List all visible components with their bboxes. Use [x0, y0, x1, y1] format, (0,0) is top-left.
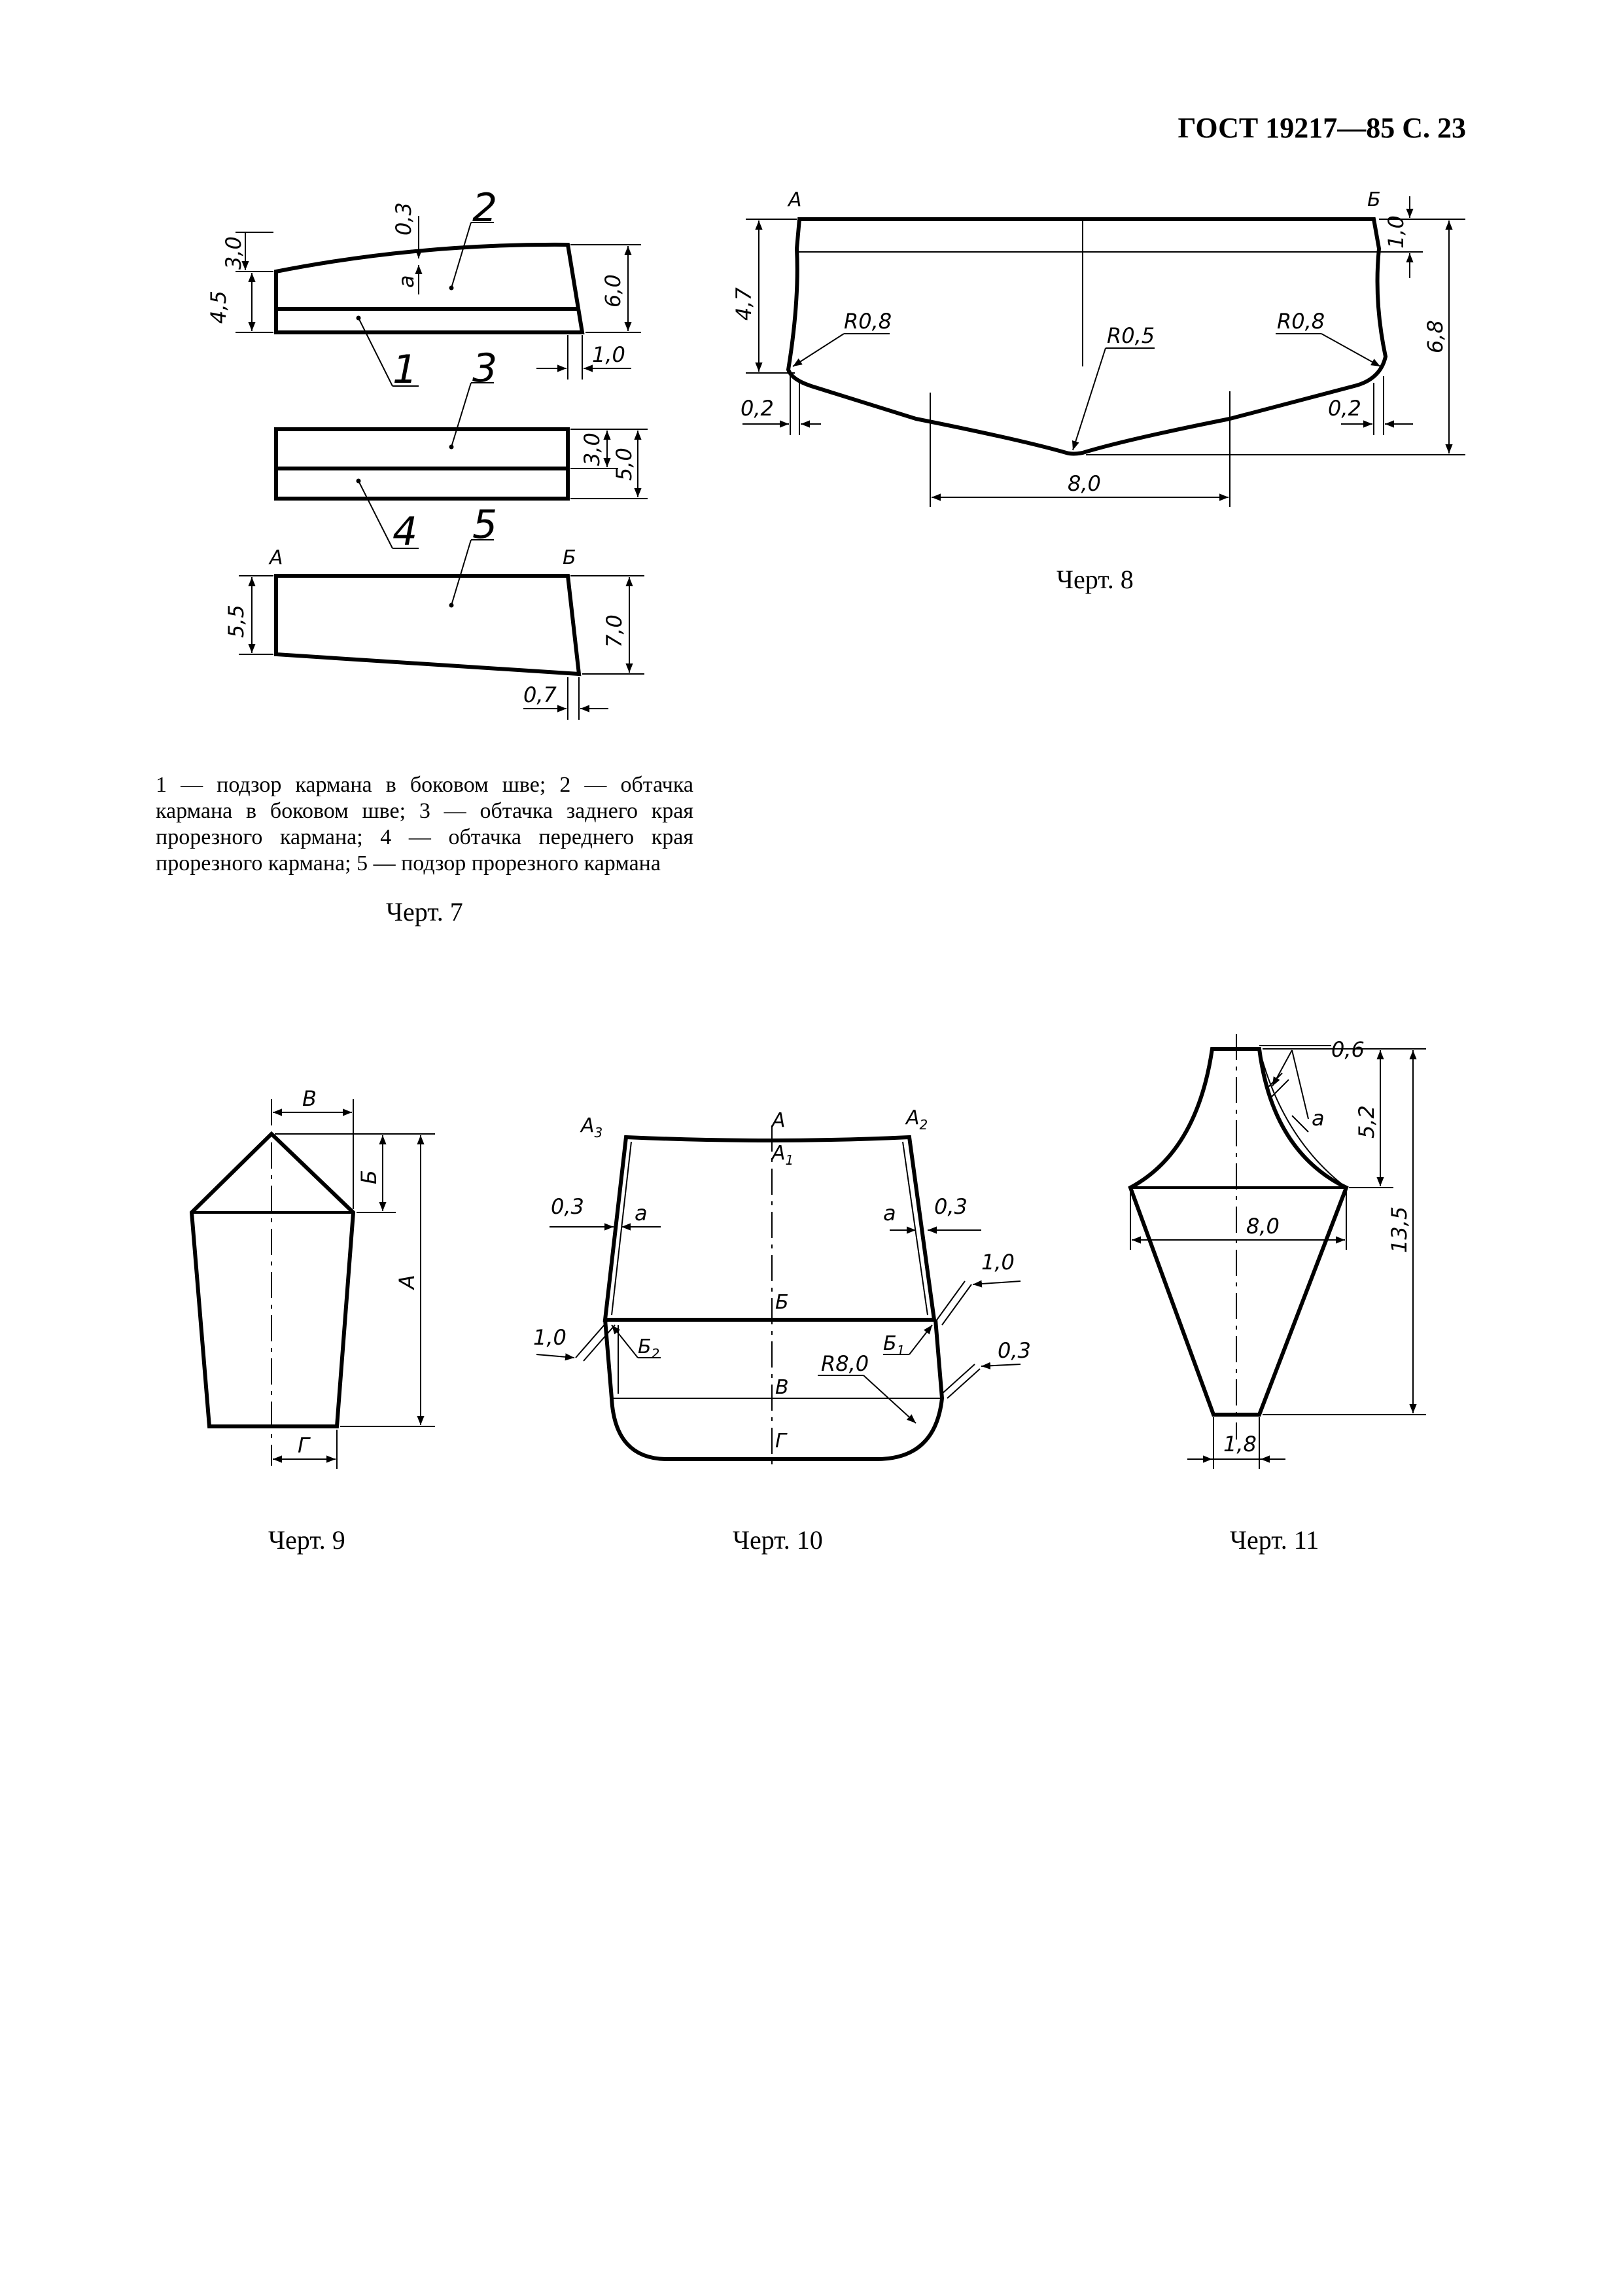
- fig9-label-g: Г: [298, 1433, 311, 1458]
- fig8-dim-47: 4,7: [731, 287, 756, 321]
- fig7-point-b: Б: [563, 546, 576, 569]
- fig10-dim-10-left: 1,0: [533, 1325, 567, 1350]
- fig8-dim-68: 6,8: [1423, 320, 1448, 353]
- figure-11: [1128, 1034, 1426, 1469]
- fig8-dim-02-right: 0,2: [1328, 396, 1361, 421]
- figure-8-labels: А Б 4,7 1,0 6,8 R0,8 R0,5 R0,8 0,2 0,2 8…: [731, 188, 1448, 496]
- fig9-label-b: Б: [357, 1170, 381, 1184]
- fig10-upper-outline: [602, 1135, 937, 1322]
- fig7-num-4: 4: [393, 509, 417, 555]
- fig10-dim-03-left: 0,3: [551, 1194, 584, 1219]
- figure-7-legend: 1 — подзор кармана в боковом шве; 2 — об…: [156, 773, 693, 875]
- fig11-dim-18: 1,8: [1223, 1432, 1257, 1457]
- figure-10-labels: А А1 А2 А3 0,3 a a 0,3 1,0 Б Б2 Б1 1,0 В…: [533, 1106, 1031, 1453]
- fig11-dim-135: 13,5: [1387, 1207, 1412, 1253]
- fig7-label-a: a: [394, 275, 419, 288]
- piece-3-4-outline: [274, 427, 570, 501]
- fig7-num-5: 5: [472, 502, 497, 548]
- figure-9-labels: В Б А Г: [298, 1086, 419, 1458]
- fig10-label-a-right: a: [883, 1201, 896, 1226]
- fig7-num-1: 1: [393, 347, 417, 393]
- fig7-dim-30a: 3,0: [221, 236, 246, 270]
- fig8-point-a: А: [787, 188, 802, 211]
- fig10-point-a: А: [771, 1109, 786, 1132]
- fig7-num-3: 3: [472, 345, 497, 391]
- fig10-point-a2: А2: [905, 1106, 928, 1133]
- fig10-dim-10-right: 1,0: [981, 1250, 1015, 1275]
- figure-7-caption: Черт. 7: [386, 897, 463, 927]
- fig7-point-a: А: [268, 546, 283, 569]
- fig9-label-v: В: [302, 1086, 317, 1111]
- fig8-radius-right: R0,8: [1277, 309, 1325, 334]
- fig10-point-g: Г: [775, 1430, 788, 1453]
- fig10-dim-03-bottom: 0,3: [998, 1338, 1031, 1363]
- page-header: ГОСТ 19217—85 С. 23: [1178, 112, 1466, 144]
- fig10-point-a3: А3: [580, 1114, 602, 1140]
- fig8-radius-center: R0,5: [1107, 323, 1155, 348]
- fig11-dim-06: 0,6: [1331, 1037, 1365, 1062]
- fig7-dim-03: 0,3: [391, 202, 416, 236]
- fig10-point-b1: Б1: [883, 1332, 905, 1358]
- fig10-dim-03-right: 0,3: [934, 1194, 968, 1219]
- fig8-outline: [786, 217, 1388, 456]
- fig7-dim-07: 0,7: [523, 682, 557, 707]
- fig7-dim-55: 5,5: [224, 605, 249, 638]
- fig7-dim-10: 1,0: [592, 342, 625, 367]
- fig8-dim-80: 8,0: [1068, 471, 1101, 496]
- fig10-label-a-left: a: [635, 1201, 648, 1226]
- fig10-point-b2: Б2: [638, 1335, 659, 1362]
- fig7-dim-30b: 3,0: [580, 433, 604, 466]
- fig8-radius-left: R0,8: [844, 309, 892, 334]
- fig11-dim-52: 5,2: [1354, 1105, 1379, 1139]
- fig7-dim-60: 6,0: [601, 274, 625, 308]
- fig8-dim-02-left: 0,2: [741, 396, 774, 421]
- figure-8: [742, 196, 1465, 507]
- figure-7: [236, 216, 648, 720]
- fig7-dim-70: 7,0: [602, 614, 627, 648]
- fig8-point-b: Б: [1367, 188, 1381, 211]
- fig10-point-a1: А1: [771, 1142, 794, 1168]
- piece-5-outline: [274, 574, 582, 677]
- figure-11-labels: 0,6 a 5,2 13,5 8,0 1,8: [1223, 1037, 1412, 1457]
- fig7-dim-50: 5,0: [612, 448, 637, 481]
- fig8-dim-10: 1,0: [1384, 215, 1408, 249]
- fig10-point-b: Б: [775, 1291, 789, 1314]
- fig11-outline: [1128, 1047, 1349, 1417]
- figure-11-caption: Черт. 11: [1230, 1525, 1319, 1555]
- figure-9: [189, 1099, 435, 1469]
- fig9-label-a: А: [394, 1275, 419, 1290]
- fig9-outline: [189, 1131, 356, 1428]
- figure-10-caption: Черт. 10: [733, 1525, 823, 1555]
- figure-9-caption: Черт. 9: [268, 1525, 345, 1555]
- fig7-dim-45: 4,5: [206, 291, 231, 324]
- fig7-num-2: 2: [472, 185, 497, 231]
- fig11-dim-80: 8,0: [1246, 1214, 1280, 1239]
- figure-10: [536, 1125, 1021, 1469]
- figure-8-caption: Черт. 8: [1056, 565, 1134, 594]
- fig10-lower-outline: [603, 1319, 945, 1461]
- fig10-radius: R8,0: [821, 1351, 869, 1376]
- fig11-label-a: a: [1312, 1106, 1325, 1131]
- fig10-point-v: В: [775, 1376, 789, 1399]
- figure-7-labels: 2 1 3 4 5 0,3 a 3,0 4,5 6,0 1,0 3,0 5,0 …: [206, 185, 637, 707]
- piece-2-outline: [274, 242, 585, 334]
